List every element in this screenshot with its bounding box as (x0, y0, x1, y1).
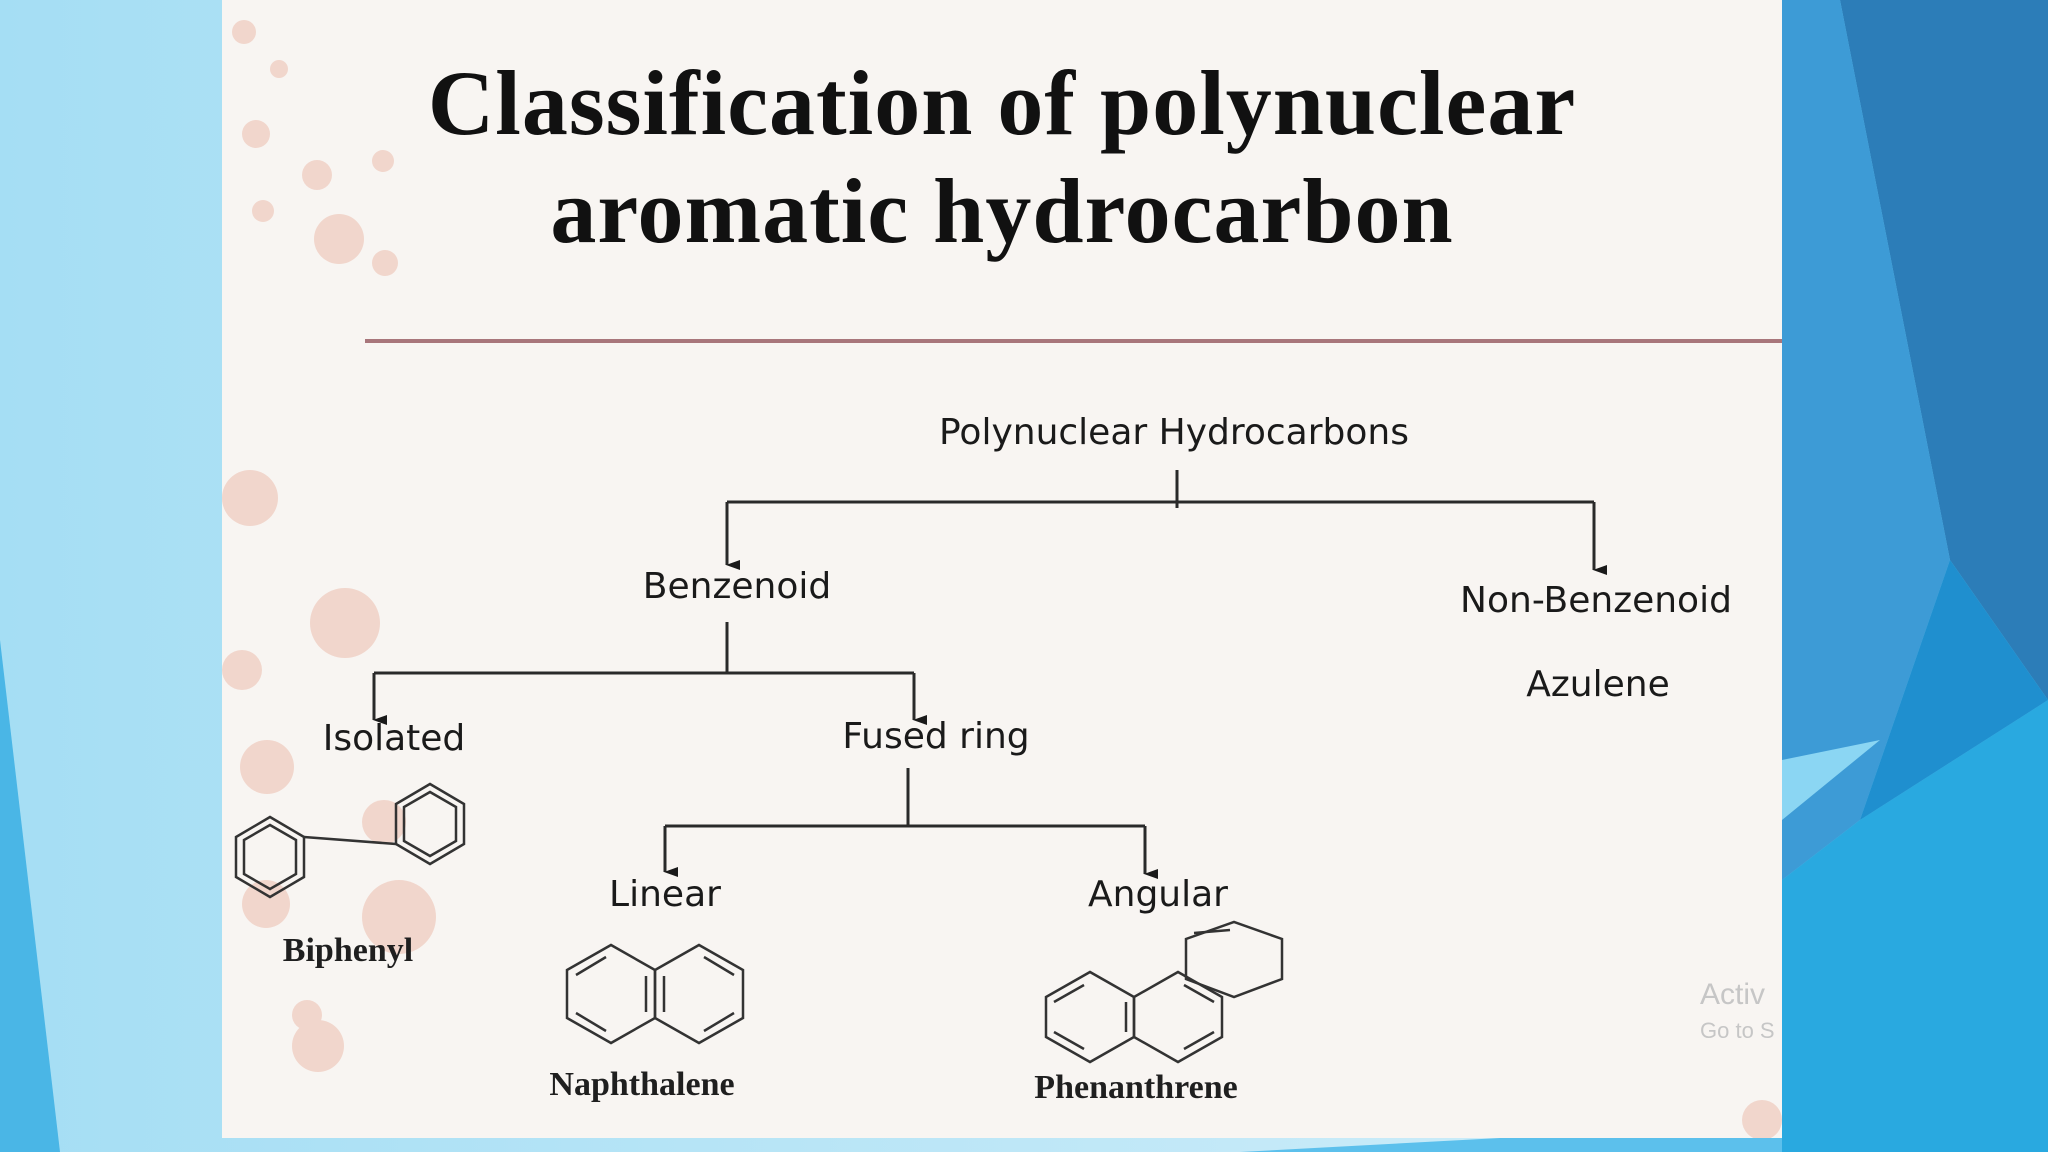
classification-tree (234, 470, 1607, 1064)
decorative-dot (310, 588, 380, 658)
watermark-line-2: Go to S (1700, 1018, 1775, 1043)
node-benzenoid: Benzenoid (642, 566, 832, 607)
node-linear: Linear (609, 874, 721, 915)
decorative-dot (372, 250, 398, 276)
slide: Classification of polynuclear aromatic h… (222, 0, 1782, 1138)
decorative-dot (240, 740, 294, 794)
example-azulene: Azulene (1526, 664, 1670, 705)
watermark-line-1: Activ (1700, 978, 1766, 1011)
title-divider (365, 339, 1782, 343)
caption-biphenyl: Biphenyl (282, 932, 414, 969)
node-isolated: Isolated (322, 718, 466, 759)
decorative-dot (372, 150, 394, 172)
decorative-dot (242, 120, 270, 148)
node-polynuclear-hydrocarbons: Polynuclear Hydrocarbons (938, 412, 1410, 453)
decorative-dot (362, 800, 406, 844)
decorative-dot (252, 200, 274, 222)
caption-phenanthrene: Phenanthrene (1034, 1069, 1238, 1106)
decorative-dot (314, 214, 364, 264)
decorative-dot (302, 160, 332, 190)
node-non-benzenoid: Non-Benzenoid (1460, 580, 1732, 621)
decorative-dot (270, 60, 288, 78)
caption-naphthalene: Naphthalene (549, 1066, 735, 1103)
phenanthrene-structure (1044, 920, 1284, 1064)
decorative-dot (362, 880, 436, 954)
decorative-dot (292, 1020, 344, 1072)
decorative-dot (222, 470, 278, 526)
decorative-dot (1742, 1100, 1782, 1138)
node-fused-ring: Fused ring (842, 716, 1030, 757)
slide-title-line-2: aromatic hydrocarbon (550, 160, 1454, 262)
naphthalene-structure (565, 943, 745, 1045)
node-angular: Angular (1088, 874, 1228, 915)
decorative-dot (222, 650, 262, 690)
slide-title-line-1: Classification of polynuclear (427, 52, 1577, 154)
biphenyl-structure (234, 782, 466, 899)
decorative-dot (232, 20, 256, 44)
